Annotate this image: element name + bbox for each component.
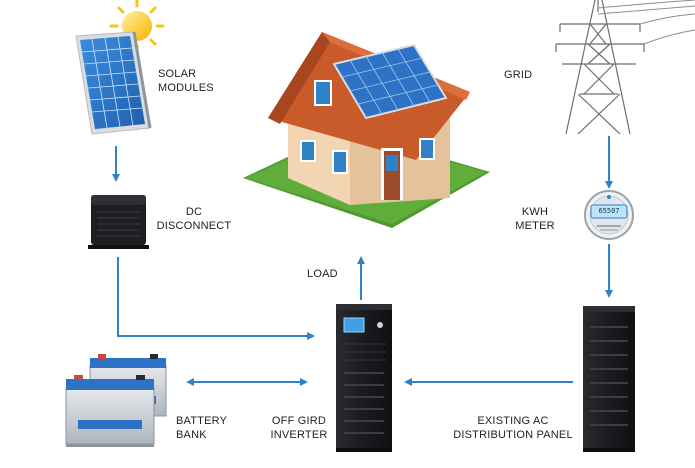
kwh-meter-label: KWH METER [510, 205, 560, 233]
existing-ac-panel-label-line1: EXISTING AC [477, 415, 549, 427]
battery-bank-label-line1: BATTERY [176, 415, 228, 427]
battery-bank-icon [65, 354, 167, 447]
flow-arrows [112, 136, 613, 386]
existing-ac-panel-label-line2: DISTRIBUTION PANEL [453, 429, 573, 441]
kwh-meter-label-line2: METER [515, 220, 555, 232]
solar-modules-label-line2: MODULES [158, 82, 214, 94]
ac-distribution-panel-icon [583, 306, 635, 452]
existing-ac-panel-label: EXISTING AC DISTRIBUTION PANEL [448, 414, 578, 442]
battery-bank-label: BATTERY BANK [176, 414, 227, 442]
load-label: LOAD [307, 268, 338, 280]
meter-display-reading: 65507 [598, 207, 620, 215]
house-load-icon [243, 32, 490, 228]
grid-label: GRID [504, 69, 533, 81]
solar-modules-label: SOLAR MODULES [158, 67, 214, 95]
dc-disconnect-icon [88, 195, 149, 249]
solar-panel-icon [75, 31, 152, 135]
power-tower-icon [555, 0, 695, 135]
off-grid-inverter-label-line1: OFF GIRD [271, 415, 327, 427]
dc-disconnect-label-line2: DISCONNECT [156, 220, 232, 232]
arrow-disconnect-to-inverter [117, 257, 315, 340]
off-grid-inverter-label-line2: INVERTER [270, 429, 328, 441]
solar-modules-label-line1: SOLAR [158, 68, 197, 80]
kwh-meter-icon [584, 190, 634, 240]
kwh-meter-label-line1: KWH [521, 206, 549, 218]
battery-bank-label-line2: BANK [176, 429, 207, 441]
sun-icon [109, 0, 165, 54]
dc-disconnect-label: DC DISCONNECT [152, 205, 236, 233]
dc-disconnect-label-line1: DC [185, 206, 203, 218]
off-grid-inverter-label: OFF GIRD INVERTER [264, 414, 334, 442]
inverter-icon [336, 304, 392, 452]
